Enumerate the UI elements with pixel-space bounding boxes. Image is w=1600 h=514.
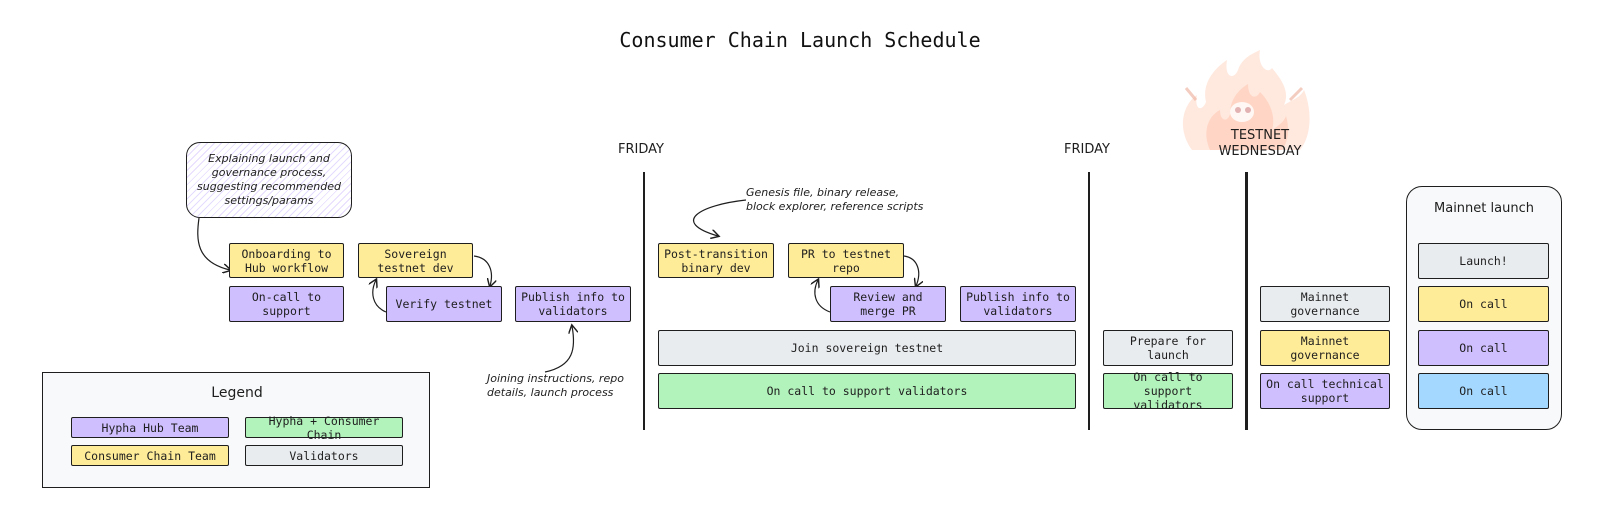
pr-testnet-repo-box: PR to testnet repo <box>788 243 904 278</box>
diagram-title: Consumer Chain Launch Schedule <box>619 28 981 52</box>
legend-title: Legend <box>211 385 263 401</box>
oncall-technical-support-box: On call technical support <box>1260 373 1390 409</box>
oncall-support-box: On-call to support <box>229 286 344 322</box>
post-transition-binary-box: Post-transition binary dev <box>658 243 774 278</box>
oncall-blue-box: On call <box>1418 373 1549 409</box>
oncall-validators-box-2: On call to support validators <box>1103 370 1233 412</box>
onboarding-box: Onboarding to Hub workflow <box>229 243 344 278</box>
legend-consumer-team: Consumer Chain Team <box>71 445 229 466</box>
oncall-purple-box: On call <box>1418 330 1549 366</box>
publish-info-box-2: Publish info to validators <box>960 286 1076 322</box>
legend-hypha-hub: Hypha Hub Team <box>71 417 229 438</box>
arrow-genesis-to-post-transition <box>693 199 747 236</box>
joining-annotation: Joining instructions, repo details, laun… <box>487 372 624 399</box>
prepare-launch-box: Prepare for launch <box>1103 330 1233 366</box>
join-sovereign-testnet-box: Join sovereign testnet <box>658 330 1076 366</box>
review-merge-pr-box: Review and merge PR <box>830 286 946 322</box>
friday-label-1: FRIDAY <box>618 142 664 157</box>
separator-testnet-wednesday <box>1245 172 1248 430</box>
publish-info-box-1: Publish info to validators <box>515 286 631 322</box>
separator-friday-1 <box>643 172 645 430</box>
mainnet-governance-yellow-box: Mainnet governance <box>1260 330 1390 366</box>
arrow-pr-to-review <box>903 255 919 286</box>
arrow-note-to-onboarding <box>197 217 230 270</box>
mainnet-launch-label: Mainnet launch <box>1434 201 1534 216</box>
fire-mascot-icon <box>1182 50 1310 150</box>
legend-panel: Legend Hypha Hub Team Hypha + Consumer C… <box>42 372 430 488</box>
legend-validators: Validators <box>245 445 403 466</box>
oncall-validators-box-1: On call to support validators <box>658 373 1076 409</box>
friday-label-2: FRIDAY <box>1064 142 1110 157</box>
explaining-note: Explaining launch and governance process… <box>186 142 352 218</box>
arrow-verify-to-sovereign <box>373 280 387 313</box>
separator-friday-2 <box>1088 172 1090 430</box>
sovereign-testnet-dev-box: Sovereign testnet dev <box>358 243 473 278</box>
verify-testnet-box: Verify testnet <box>386 286 502 322</box>
testnet-wednesday-label: TESTNET WEDNESDAY <box>1218 128 1302 159</box>
arrow-review-to-pr <box>815 280 831 313</box>
launch-box: Launch! <box>1418 243 1549 279</box>
oncall-yellow-box: On call <box>1418 286 1549 322</box>
mainnet-governance-grey-box: Mainnet governance <box>1260 286 1390 322</box>
arrow-sovereign-to-verify <box>473 255 491 286</box>
arrow-joining-to-publish <box>544 326 574 373</box>
genesis-annotation: Genesis file, binary release, block expl… <box>746 186 924 213</box>
legend-hypha-consumer: Hypha + Consumer Chain <box>245 414 403 442</box>
